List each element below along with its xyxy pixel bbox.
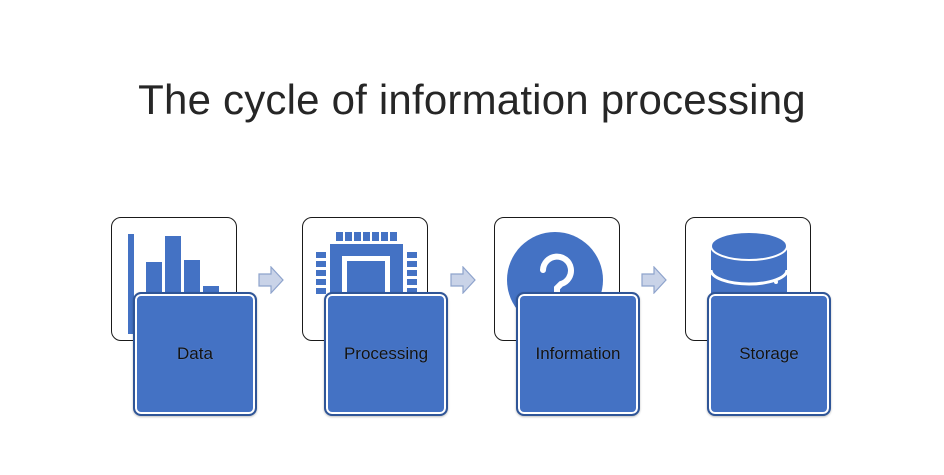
stage-storage: Storage <box>685 0 835 475</box>
arrow-right-icon <box>258 266 284 294</box>
arrow-right-icon <box>450 266 476 294</box>
stage-box: Data <box>133 292 257 416</box>
stage-box: Processing <box>324 292 448 416</box>
stage-label: Information <box>535 344 621 363</box>
stage-box: Information <box>516 292 640 416</box>
stage-label: Storage <box>739 344 799 363</box>
arrow-right-icon <box>641 266 667 294</box>
stage-information: Information <box>494 0 644 475</box>
page-title: The cycle of information processing <box>138 76 806 123</box>
stage-processing: Processing <box>302 0 452 475</box>
stage-box: Storage <box>707 292 831 416</box>
stage-label: Data <box>177 344 213 363</box>
stage-data: Data <box>111 0 261 475</box>
stage-label: Processing <box>343 344 429 363</box>
